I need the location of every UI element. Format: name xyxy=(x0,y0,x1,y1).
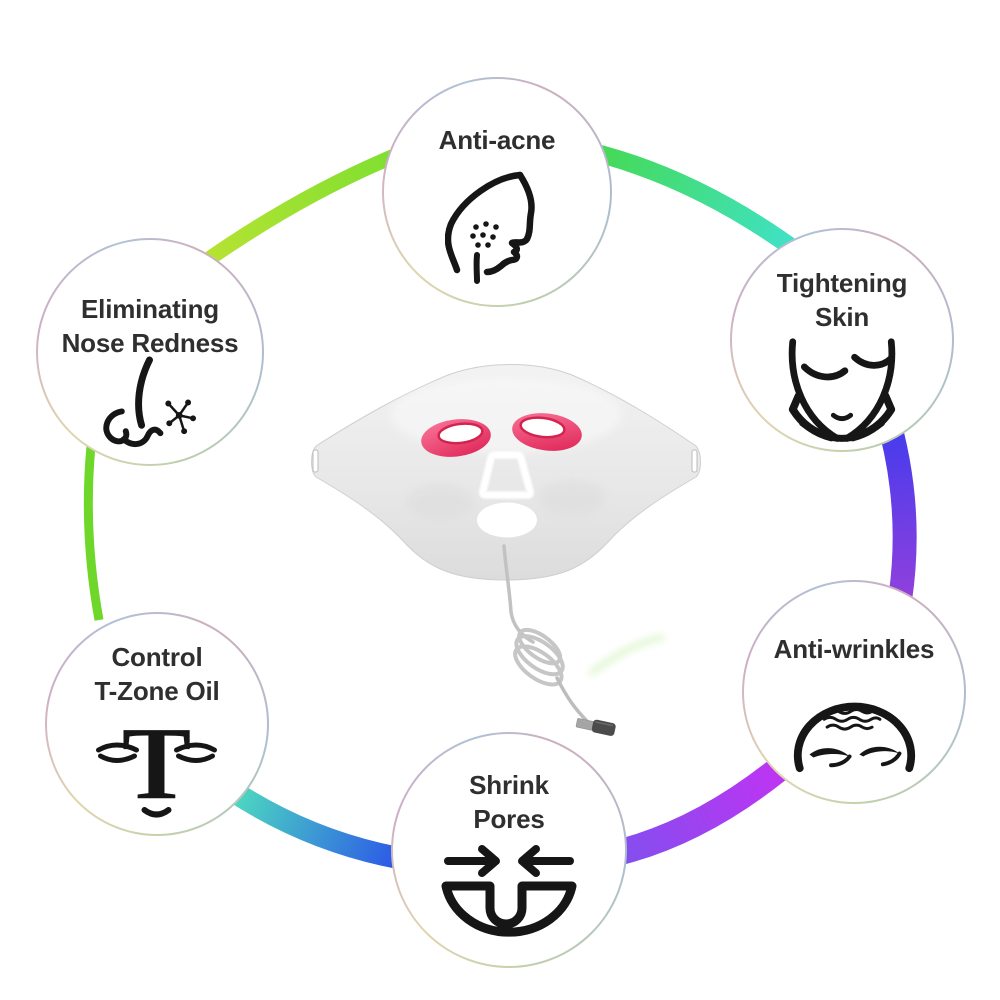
left-eye-led-pad xyxy=(421,419,491,457)
feature-circle-control-t-zone: Control T-Zone Oil T xyxy=(45,612,269,836)
nose-cutout xyxy=(478,450,535,500)
mask-forehead-highlight xyxy=(391,377,621,453)
mask-cheek-shade-right xyxy=(538,480,606,516)
feature-label-line2: T-Zone Oil xyxy=(94,676,220,706)
feature-label-line1: Anti-acne xyxy=(438,125,556,155)
acne-face-profile-icon xyxy=(445,171,535,284)
usb-cable xyxy=(502,544,589,723)
feature-label: Shrink Pores xyxy=(393,768,625,836)
feature-label-line2: Nose Redness xyxy=(61,328,239,358)
mask-cheek-shade-left xyxy=(406,484,474,520)
right-strap-slot xyxy=(691,449,698,473)
ring-segment-left xyxy=(83,445,104,621)
left-strap-slot xyxy=(312,449,319,473)
feature-label: Control T-Zone Oil xyxy=(47,640,267,708)
nose-capillaries-icon xyxy=(103,356,197,447)
green-light-wisp xyxy=(588,634,665,676)
usb-connector xyxy=(575,718,616,736)
right-eye-led-pad xyxy=(512,413,582,451)
shrink-pores-arrows-icon xyxy=(441,845,577,937)
feature-label-line1: Tightening xyxy=(776,268,908,298)
feature-circle-nose-redness: Eliminating Nose Redness xyxy=(36,238,264,466)
feature-label-line2: Skin xyxy=(814,302,870,332)
svg-text:T: T xyxy=(122,718,191,821)
ring-segment-bottomleft xyxy=(221,778,412,871)
ring-segment-topleft xyxy=(191,145,407,275)
mouth-cutout xyxy=(477,502,537,538)
feature-label: Eliminating Nose Redness xyxy=(38,292,262,360)
t-zone-face-icon: T xyxy=(96,718,217,821)
wrinkled-forehead-icon xyxy=(793,702,916,773)
feature-circle-anti-acne: Anti-acne xyxy=(382,77,612,307)
nose-cutout-line xyxy=(480,452,533,498)
tightening-skin-face-icon xyxy=(788,338,896,442)
feature-circle-anti-wrinkles: Anti-wrinkles xyxy=(742,580,966,804)
feature-circle-tightening-skin: Tightening Skin xyxy=(730,228,954,452)
feature-circle-shrink-pores: Shrink Pores xyxy=(391,732,627,968)
feature-label: Anti-wrinkles xyxy=(744,632,964,666)
mask-body xyxy=(311,364,701,581)
feature-label: Tightening Skin xyxy=(732,266,952,334)
feature-label-line1: Anti-wrinkles xyxy=(773,634,935,664)
feature-label: Anti-acne xyxy=(384,123,610,157)
feature-label-line1: Shrink xyxy=(469,770,549,800)
feature-label-line2: Pores xyxy=(473,804,545,834)
feature-label-line1: Control xyxy=(111,642,203,672)
led-face-mask-product xyxy=(311,364,701,736)
feature-label-line1: Eliminating xyxy=(81,294,219,324)
